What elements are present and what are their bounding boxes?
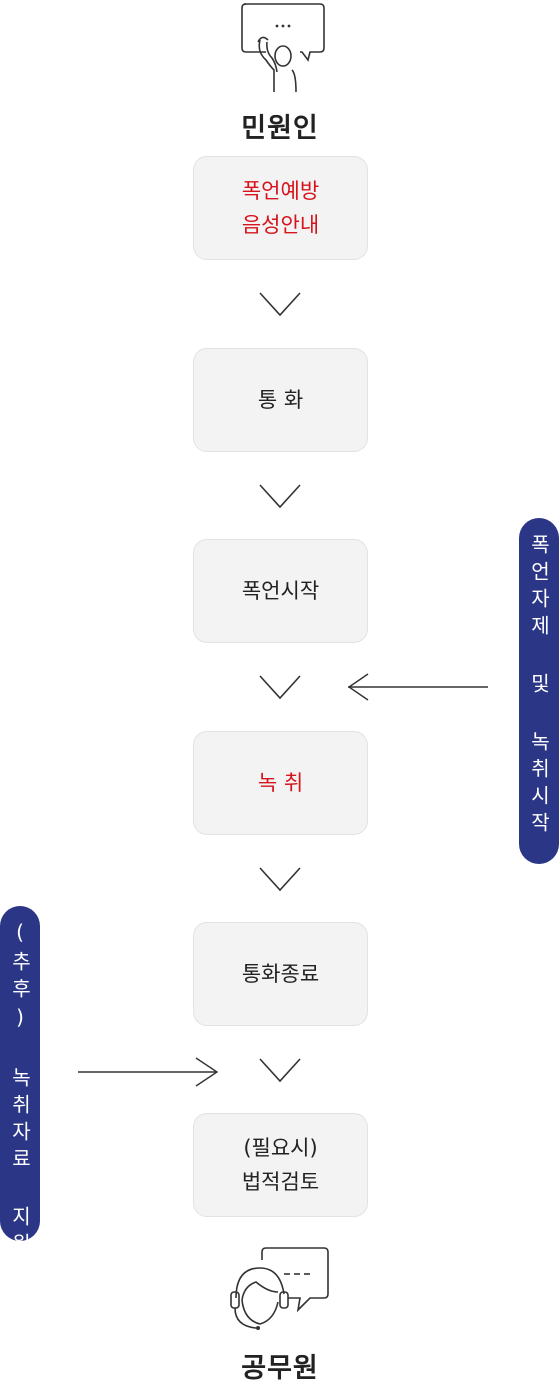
step-abuse-prevention-notice: 폭언예방 음성안내 (193, 156, 368, 260)
step-legal-review: (필요시) 법적검토 (193, 1113, 368, 1217)
step-line: 통 화 (257, 388, 304, 412)
side-note-right: 폭언자제 및 녹취시작 안내 (519, 518, 559, 924)
chevron-down-icon (259, 484, 301, 509)
step-line: (필요시) (243, 1136, 318, 1160)
person-holding-speech-bubble-icon (241, 3, 325, 93)
role-label-citizen: 민원인 (241, 113, 319, 144)
chevron-down-icon (259, 1058, 301, 1083)
chevron-down-icon (259, 867, 301, 892)
chevron-down-icon (259, 292, 301, 317)
step-recording: 녹 취 (193, 731, 368, 835)
step-line: 통화종료 (241, 962, 320, 986)
step-line: 음성안내 (241, 213, 320, 237)
step-call: 통 화 (193, 348, 368, 452)
chevron-down-icon (259, 675, 301, 700)
arrow-right-icon (78, 1057, 219, 1087)
side-note-right-text: 폭언자제 및 녹취시작 안내 (527, 534, 551, 924)
step-line: 녹 취 (257, 771, 304, 795)
arrow-left-icon (347, 673, 488, 701)
side-note-left-text: (추후) 녹취자료 지원 활용 (8, 920, 32, 1345)
step-line: 폭언시작 (241, 579, 320, 603)
step-line: 법적검토 (241, 1170, 320, 1194)
step-call-end: 통화종료 (193, 922, 368, 1026)
step-line: 폭언예방 (241, 179, 320, 203)
headset-operator-icon (230, 1247, 329, 1330)
step-abuse-start: 폭언시작 (193, 539, 368, 643)
role-label-official: 공무원 (241, 1353, 319, 1384)
side-note-left: (추후) 녹취자료 지원 활용 (0, 906, 40, 1345)
